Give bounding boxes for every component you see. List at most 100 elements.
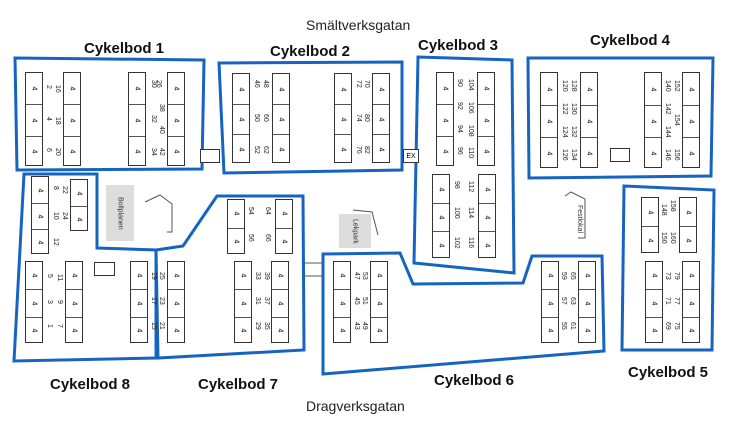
rack-slot: 4	[542, 289, 558, 316]
rack-slot: 4	[441, 86, 449, 91]
slot-number: 76	[355, 146, 362, 154]
zone-title-7: Cykelbod 7	[198, 376, 279, 393]
slot-number: 12	[52, 238, 59, 246]
slot-number: 59	[560, 272, 567, 280]
slot-number: 42	[158, 148, 165, 156]
rack-slot: 4	[272, 289, 288, 316]
slot-number: 49	[361, 322, 368, 330]
slot-number: 66	[264, 234, 271, 242]
rack-slot: 4	[272, 316, 288, 344]
rack-slot: 4	[68, 86, 76, 91]
slot-number: 16	[54, 85, 61, 93]
zone-title-5: Cykelbod 5	[628, 364, 709, 381]
slot-number: 52	[253, 146, 260, 154]
rack-slot: 4	[437, 135, 453, 167]
slot-number: 60	[262, 114, 269, 122]
slot-number: 128	[570, 80, 577, 92]
rack-slot: 4	[684, 210, 692, 214]
rack-slot: 4	[546, 273, 554, 278]
rack-slot: 4	[479, 203, 495, 231]
rack-slot: 4	[26, 135, 42, 167]
rack-slot: 4	[135, 273, 143, 278]
rack-slot: 4	[650, 273, 658, 278]
zone-title-6: Cykelbod 6	[434, 372, 515, 389]
zone-title-8: Cykelbod 8	[50, 376, 131, 393]
rack-slot: 4	[373, 104, 389, 134]
rack-slot: 4	[334, 316, 350, 344]
rack-slot: 4	[649, 87, 657, 91]
rack-slot: 4	[334, 289, 350, 316]
rack-slot: 4	[645, 105, 661, 137]
slot-number: 4	[45, 117, 52, 121]
zone-outline-6	[321, 251, 606, 376]
small-box	[94, 262, 115, 276]
slot-number: 82	[363, 146, 370, 154]
slot-number: 104	[467, 79, 474, 91]
rack-slot: 4	[71, 206, 87, 232]
zone-outline-2	[217, 60, 404, 175]
rack-slot: 4	[26, 316, 42, 344]
lekpark-label: Lekpark	[351, 218, 359, 244]
slot-number: 110	[467, 147, 474, 159]
bollplanen-area: Bollplanen	[106, 185, 134, 241]
rack-slot: 4	[646, 316, 662, 344]
slot-number: 30	[150, 80, 157, 88]
slot-number: 71	[664, 297, 671, 305]
slot-number: 150	[660, 232, 667, 244]
slot-number: 25	[158, 272, 165, 280]
rack-slot: 4	[687, 273, 695, 278]
rack-slot: 4	[131, 289, 147, 316]
slot-number: 56	[247, 234, 254, 242]
slot-number: 130	[570, 103, 577, 115]
rack-slot: 4	[581, 105, 597, 137]
slot-number: 100	[453, 207, 460, 219]
slot-number: 72	[355, 80, 362, 88]
slot-number: 33	[254, 272, 261, 280]
slot-number: 154	[673, 114, 680, 126]
rack-slot: 4	[235, 289, 251, 316]
slot-number: 51	[361, 297, 368, 305]
lekpark-area: Lekpark	[339, 214, 371, 248]
rack-slot: 4	[335, 134, 351, 164]
rack-slot: 4	[168, 135, 184, 167]
festlokal-label: Festlokal	[576, 205, 583, 234]
rack-slot: 4	[642, 226, 658, 254]
rack-slot: 4	[646, 210, 654, 214]
slot-number: 152	[673, 80, 680, 92]
rack-slot: 4	[482, 86, 490, 91]
rack-slot: 4	[129, 135, 145, 167]
slot-number: 77	[673, 297, 680, 305]
slot-number: 35	[263, 322, 270, 330]
slot-number: 160	[669, 232, 676, 244]
rack-slot: 4	[687, 87, 695, 91]
rack-slot: 4	[375, 273, 383, 278]
rack-slot: 4	[276, 273, 284, 278]
slot-number: 146	[664, 149, 671, 161]
rack-slot: 4	[583, 273, 591, 278]
slot-number: 17	[150, 297, 157, 305]
rack-slot: 4	[64, 104, 80, 135]
zone-title-1: Cykelbod 1	[84, 40, 165, 57]
slot-number: 54	[247, 207, 254, 215]
rack-slot: 4	[339, 87, 347, 91]
rack-slot: 4	[683, 289, 699, 316]
zone-outline-1	[13, 56, 206, 172]
rack-slot: 4	[338, 273, 346, 278]
slot-number: 98	[453, 181, 460, 189]
zone-outline-3	[412, 55, 516, 275]
slot-number: 108	[467, 125, 474, 137]
slot-number: 1	[46, 324, 53, 328]
rack-slot: 4	[273, 134, 289, 164]
